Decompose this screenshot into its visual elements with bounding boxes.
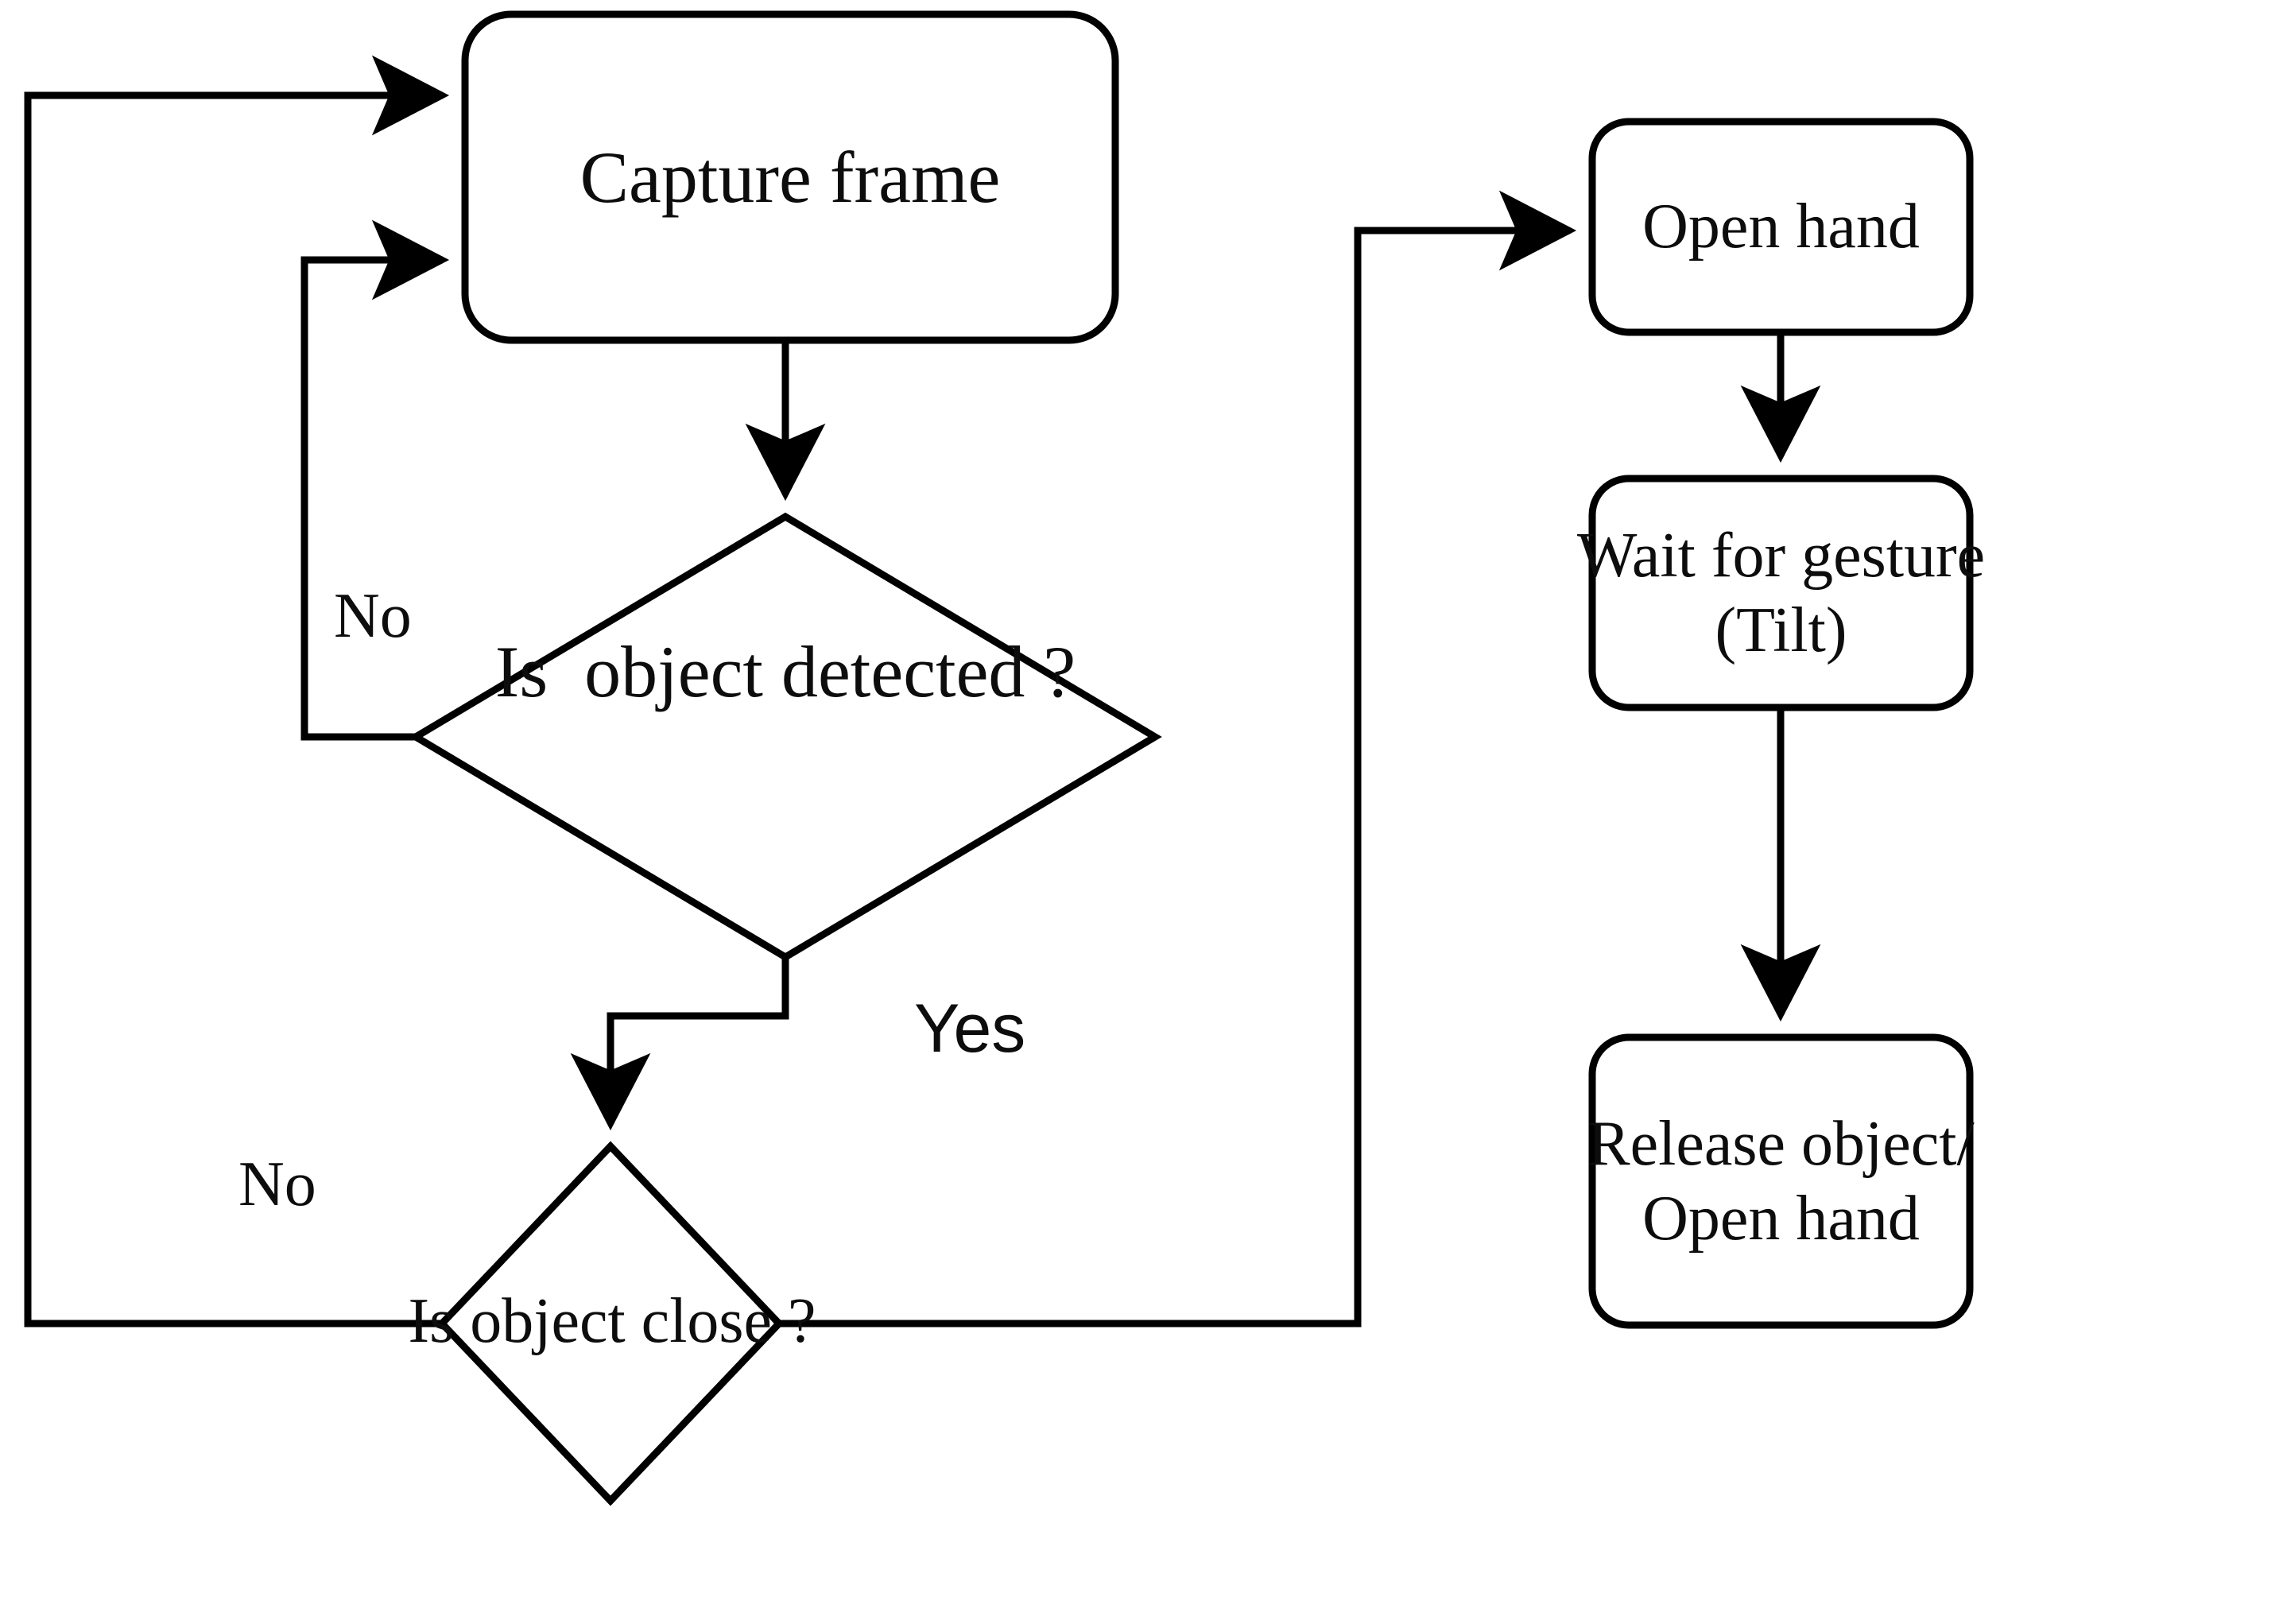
edge-label-no-detected: No [334,581,412,651]
node-wait-for-gesture [1588,475,1974,711]
edge-label-no-close: No [238,1149,316,1219]
node-is-object-close [436,1141,785,1506]
node-capture-frame [461,10,1119,344]
edge-label-yes-detected: Yes [914,990,1026,1067]
node-is-object-detected [409,512,1162,962]
edge-close-yes-to-open-hand [779,190,1577,1327]
edge-close-no-loop [24,55,450,1327]
edge-detected-no-loop [300,219,450,741]
node-release-object-open-hand [1588,1033,1974,1329]
edge-detected-yes-to-close [570,957,789,1131]
node-open-hand [1588,118,1974,336]
